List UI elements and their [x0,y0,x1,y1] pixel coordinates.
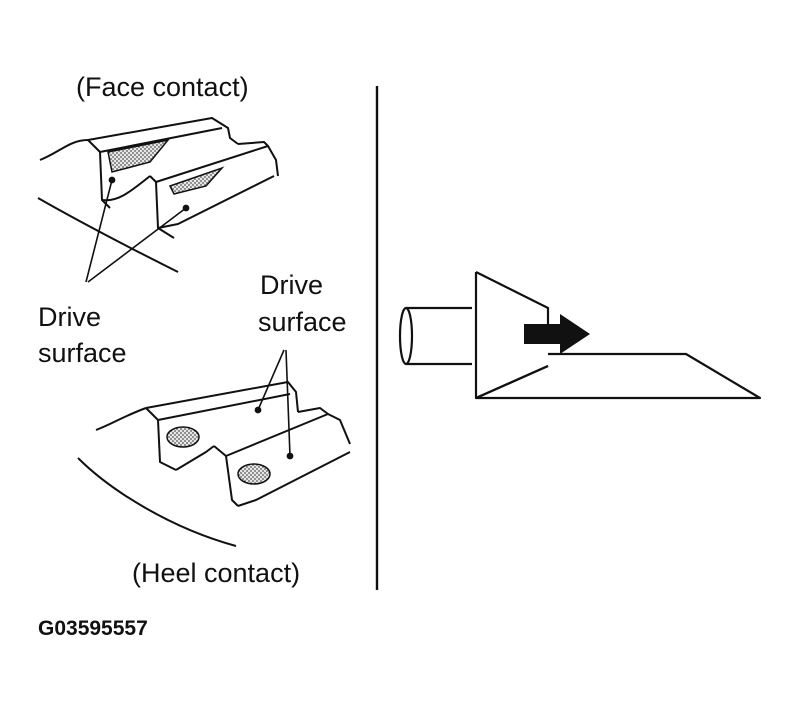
drive-surface-left-line1: Drive [38,302,102,332]
heel-contact-teeth [77,381,351,547]
heel-contact-patch-1 [166,426,200,448]
pinion-cone [475,271,550,330]
face-contact-teeth [37,117,279,273]
drive-surface-right-line1: Drive [260,270,324,300]
direction-arrow-icon [524,314,590,354]
face-contact-patch-2 [168,166,225,195]
drive-surface-leader-left [85,176,190,283]
pinion-schematic [398,271,762,400]
heel-contact-label: (Heel contact) [132,558,301,588]
drive-surface-left-line2: surface [38,338,127,368]
face-contact-label: (Face contact) [76,72,249,102]
ring-gear-plane [476,352,762,400]
tooth-flank-line [39,139,89,161]
face-contact-patch-1 [107,138,170,173]
drive-surface-leader-right [254,349,294,460]
gear-edge-line-2 [77,457,237,547]
tooth-flank-line-2 [95,407,147,431]
gear-edge-line [37,197,179,273]
heel-contact-patch-2 [237,463,271,485]
figure-code: G03595557 [38,617,148,640]
drive-surface-right-line2: surface [258,307,347,337]
